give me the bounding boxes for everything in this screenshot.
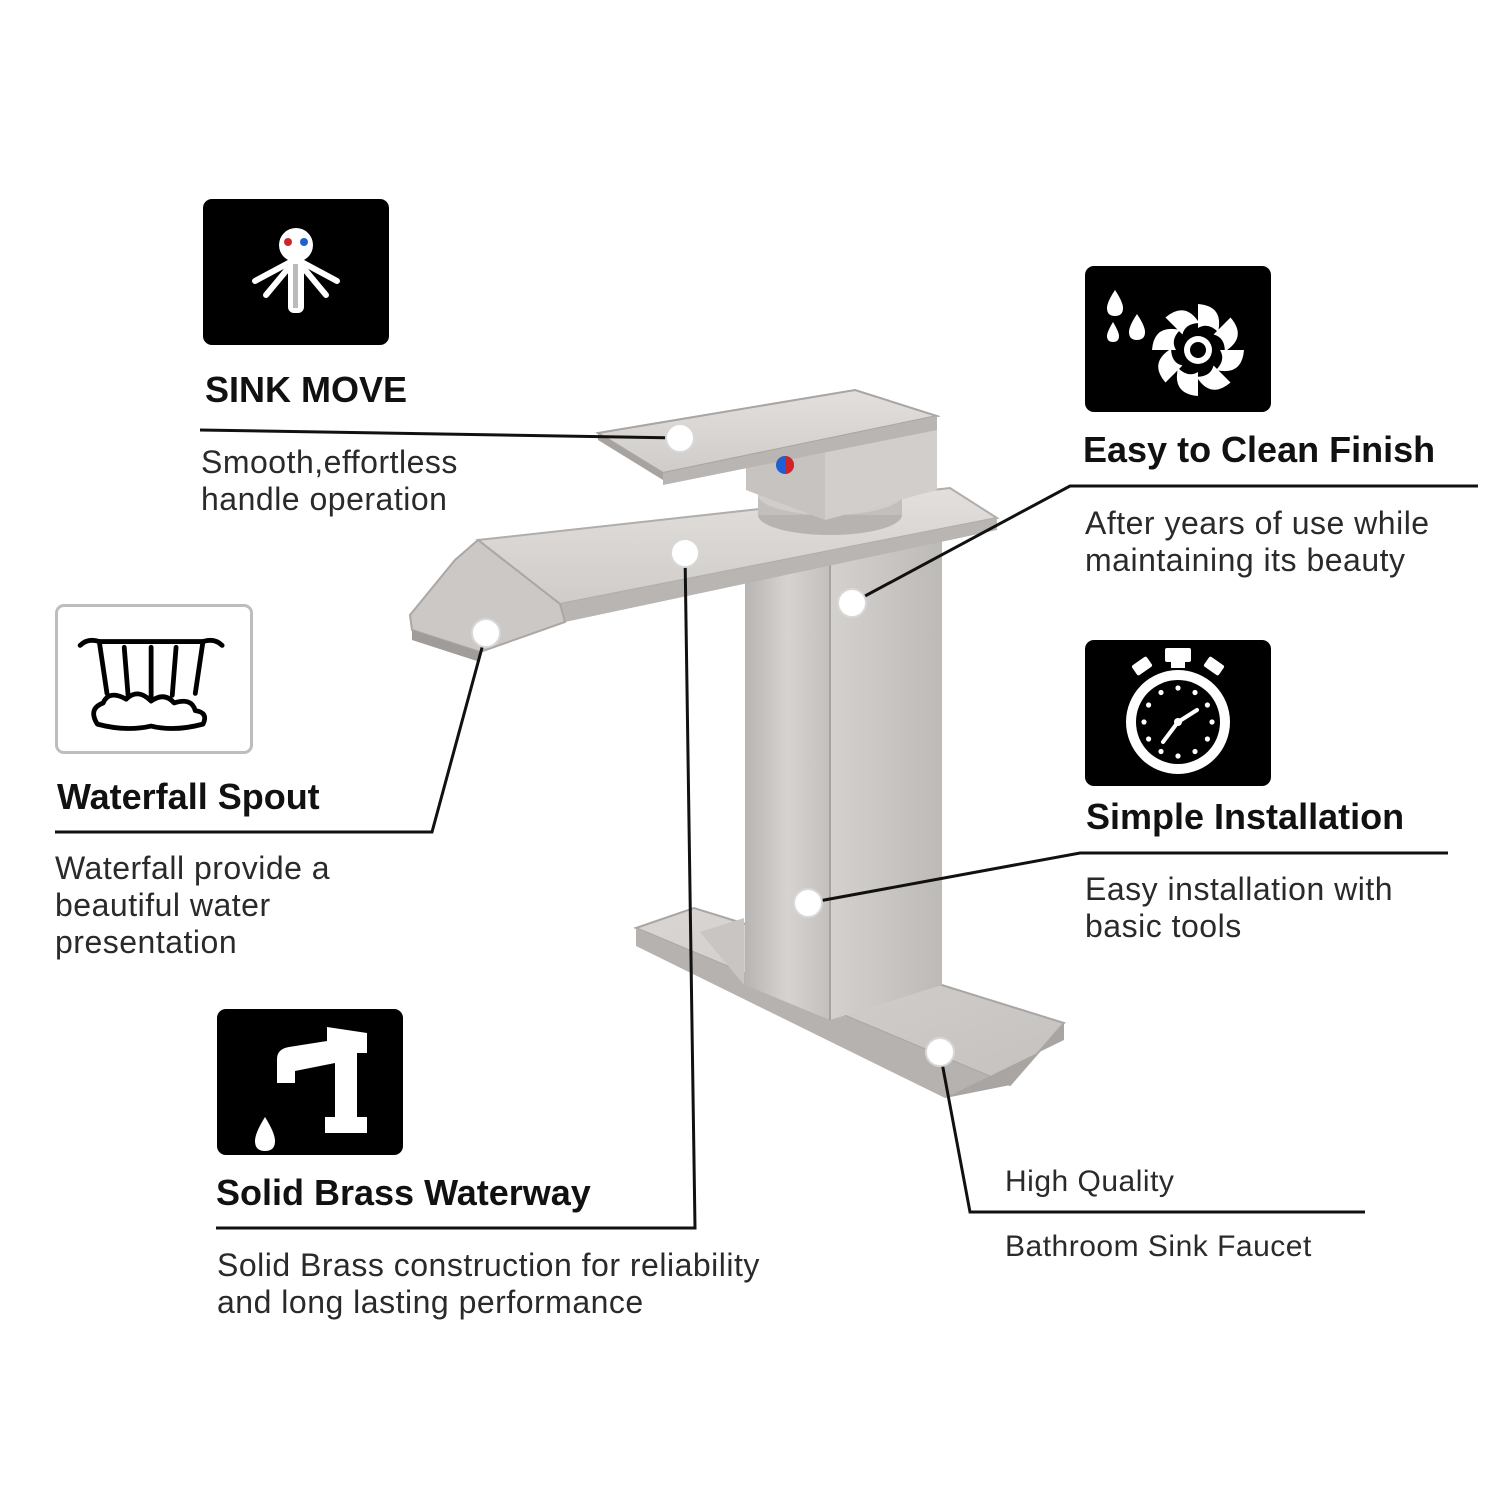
waterfall-title: Waterfall Spout (57, 776, 320, 817)
high-quality-label: High Quality (1005, 1165, 1175, 1198)
solid-brass-description: Solid Brass construction for reliability… (217, 1247, 760, 1320)
installation-title: Simple Installation (1086, 796, 1405, 837)
solid-brass-title: Solid Brass Waterway (216, 1172, 591, 1213)
sink-move-title: SINK MOVE (205, 369, 408, 410)
callout-dots (471, 423, 955, 1067)
easy-clean-title: Easy to Clean Finish (1083, 429, 1436, 470)
sink-move-description: Smooth,effortless handle operation (201, 444, 458, 517)
faucet-handle-icon (203, 199, 389, 345)
product-name-label: Bathroom Sink Faucet (1005, 1230, 1312, 1263)
waterfall-description: Waterfall provide a beautiful water pres… (55, 850, 331, 960)
faucet-drop-icon (217, 1009, 403, 1155)
installation-description: Easy installation with basic tools (1085, 871, 1394, 944)
waterfall-icon (55, 604, 253, 754)
easy-clean-description: After years of use while maintaining its… (1085, 505, 1430, 578)
leader-lines (55, 428, 1478, 1230)
stopwatch-icon (1085, 640, 1271, 786)
water-drops-fan-icon (1085, 266, 1271, 412)
